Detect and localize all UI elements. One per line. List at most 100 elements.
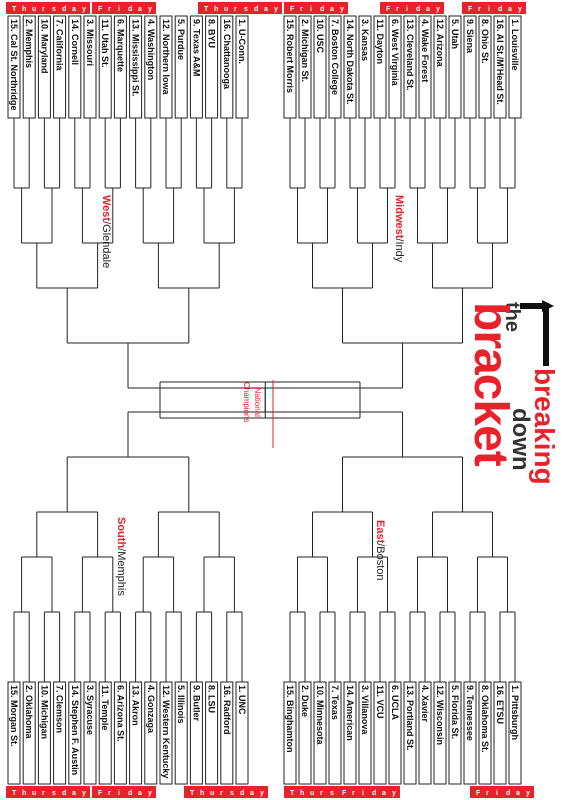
national-champions-label: National Champions [241,382,263,422]
team-name: 16. Radford [222,685,232,735]
team-slot-box [98,15,112,119]
day-tab-letter: y [260,790,264,797]
team-name: 3. Syracuse [85,685,95,735]
team-slot-box [388,15,402,119]
team-slot: 1. Pittsburgh [508,681,522,785]
team-slot-box [7,15,21,119]
team-slot: 8. BYU [205,15,219,119]
team-slot: 16. ETSU [493,681,507,785]
team-slot-box [373,681,387,785]
region-name: West [100,195,112,222]
day-tab-letter: d [320,6,324,13]
day-tab-letter: r [352,790,355,797]
team-name: 11. Temple [100,685,110,730]
team-slot-box [448,15,462,119]
team-slot-box [159,15,173,119]
region-city: /Memphis [115,548,127,596]
bracket-arrow-icon [520,300,554,366]
team-name: 16. Al St./M'Head St. [495,19,505,105]
team-slot: 11. Utah St. [98,15,112,119]
team-slot-box [343,681,357,785]
team-slot-box [189,15,203,119]
team-slot-box [205,15,219,119]
team-slot: 16. Chattanooga [220,15,234,119]
team-name: 9. Butler [191,685,201,722]
day-tab-letter: i [488,6,490,13]
day-tab-letter: d [240,790,244,797]
team-name: 8. Oklahoma St. [480,685,490,753]
team-slot: 13. Portland St. [403,681,417,785]
team-slot: 5. Florida St. [448,681,462,785]
team-name: 3. Missouri [85,19,95,66]
team-slot: 2. Duke [298,681,312,785]
team-slot-box [205,681,219,785]
day-tab-letter: a [508,6,512,13]
team-slot: 4. Wake Forest [418,15,432,119]
team-slot: 1. UNC [235,681,249,785]
team-slot-box [83,681,97,785]
day-tab-letter: F [468,6,473,13]
team-slot-box [358,15,372,119]
day-tab-letter: y [148,6,152,13]
team-name: 11. Dayton [375,19,385,64]
day-tab-letter: y [436,6,440,13]
team-slot: 14. Cornell [68,15,82,119]
team-name: 7. Texas [330,685,340,720]
team-slot: 3. Syracuse [83,681,97,785]
team-slot-box [508,681,522,785]
team-slot-box [463,15,477,119]
team-slot-box [220,15,234,119]
team-name: 16. Chattanooga [222,19,232,90]
team-name: 10. USC [315,19,325,54]
team-name: 4. Washington [146,19,156,80]
team-slot-box [478,681,492,785]
region-label-south: South/Memphis [115,517,127,596]
team-slot: 2. Memphis [22,15,36,119]
day-tab-letter: d [62,790,66,797]
day-tab-letter: r [300,6,303,13]
day-tab-letter: u [32,6,36,13]
team-slot: 7. Clemson [53,681,67,785]
team-slot-box [159,681,173,785]
team-slot: 14. American [343,681,357,785]
team-name: 16. ETSU [495,685,505,724]
day-tab-letter: y [526,790,530,797]
day-tab-letter: u [310,790,314,797]
team-name: 13. Cleveland St. [405,19,415,91]
team-slot: 6. Marquette [113,15,127,119]
day-tab-letter: a [72,6,76,13]
team-slot: 2. Oklahoma [22,681,36,785]
team-slot-box [403,15,417,119]
team-slot: 5. Purdue [174,15,188,119]
team-name: 3. Kansas [360,19,370,61]
team-name: 5. Illinois [176,685,186,724]
team-slot-box [448,681,462,785]
day-tab-letter: s [244,6,248,13]
team-slot: 5. Illinois [174,681,188,785]
day-tab-letter: a [250,790,254,797]
team-slot-box [220,681,234,785]
region-name: Midwest [393,195,405,239]
day-tab-letter: T [290,790,295,797]
team-slot-box [298,681,312,785]
team-slot-box [98,681,112,785]
day-tab-letter: y [274,6,278,13]
day-tab-letter: T [12,6,17,13]
team-name: 13. Mississippi St. [131,19,141,97]
brand-word-bracket: bracket [464,302,517,466]
team-name: 12. Northern Iowa [161,19,171,96]
brand-word-breaking: breaking [529,368,560,485]
team-slot: 14. Stephen F. Austin [68,681,82,785]
team-slot: 7. Boston College [328,15,342,119]
team-slot: 1. U-Conn. [235,15,249,119]
team-slot-box [113,681,127,785]
team-slot-box [83,15,97,119]
day-tab-letter: i [310,6,312,13]
